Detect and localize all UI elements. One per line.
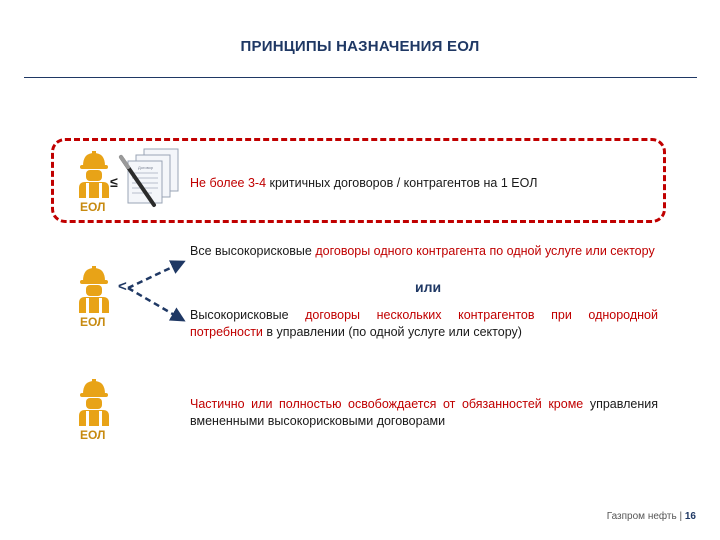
less-than-symbol: <	[118, 278, 127, 295]
footer: Газпром нефть | 16	[607, 511, 696, 522]
less-or-equal-symbol: ≤	[110, 174, 118, 190]
section2-item2-red: договоры нескольких контрагентов при одн…	[190, 308, 658, 339]
section2-item1-black: Все высокорисковые	[190, 244, 316, 258]
section2-item1-red: договоры одного контрагента по одной усл…	[315, 244, 655, 258]
section2-item1: Все высокорисковые договоры одного контр…	[190, 243, 660, 260]
arrow-upper	[127, 260, 186, 290]
footer-separator: |	[676, 511, 685, 522]
worker-icon	[78, 378, 118, 426]
page-number: 16	[684, 511, 696, 522]
section3-text-red: Частично или полностью освобождается от …	[190, 397, 584, 411]
arrow-lower	[127, 286, 186, 322]
document-label: Договор	[138, 165, 154, 170]
worker-label: ЕОЛ	[80, 428, 106, 442]
section2-item2-black2: в управлении (по одной услуге или сектор…	[262, 325, 522, 339]
or-label: или	[415, 279, 442, 295]
footer-company: Газпром нефть	[606, 511, 677, 522]
worker-label: ЕОЛ	[80, 315, 106, 329]
highlight-frame	[51, 138, 666, 223]
section1-text-red: Не более 3-4	[190, 176, 267, 190]
page-title: ПРИНЦИПЫ НАЗНАЧЕНИЯ ЕОЛ	[240, 38, 480, 55]
section1-text: Не более 3-4 критичных договоров / контр…	[190, 175, 660, 192]
section3-text-black: управления вмененными высокорисковыми до…	[190, 397, 658, 428]
section2-item2-black1: Высокорисковые	[190, 308, 306, 322]
section3-text: Частично или полностью освобождается от …	[190, 396, 658, 430]
worker-icon	[78, 265, 118, 313]
documents-icon: Договор	[118, 143, 190, 218]
worker-label: ЕОЛ	[80, 200, 106, 214]
section2-item2: Высокорисковые договоры нескольких контр…	[190, 307, 658, 341]
section1-text-black: критичных договоров / контрагентов на 1 …	[266, 176, 538, 190]
worker-icon	[78, 150, 118, 198]
title-divider	[24, 77, 697, 78]
